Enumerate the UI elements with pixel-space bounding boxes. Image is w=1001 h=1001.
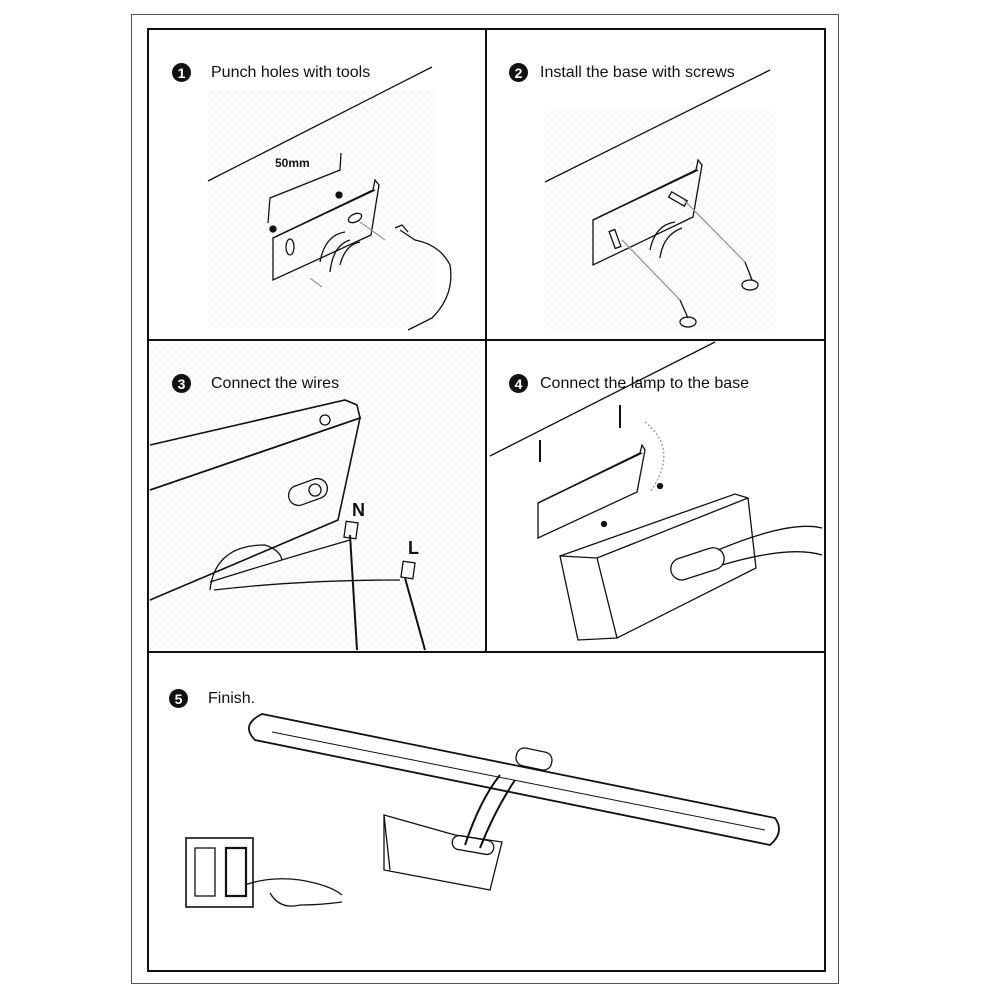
live-wire-label: L [408, 538, 419, 558]
step-number-badge: 1 [172, 63, 191, 82]
step-title: Punch holes with tools [211, 63, 371, 81]
step-title: Connect the wires [211, 374, 340, 392]
step-number-badge: 2 [509, 63, 528, 82]
step-title: Install the base with screws [540, 63, 735, 81]
step-4-heading: 4 Connect the lamp to the base [509, 374, 749, 393]
step-title: Connect the lamp to the base [540, 374, 750, 392]
step-3-heading: 3 Connect the wires [172, 374, 339, 393]
panel-1-illustration [207, 66, 452, 331]
step-1-heading: 1 Punch holes with tools [172, 63, 370, 82]
panel-4-illustration [489, 341, 823, 641]
step-number-badge: 5 [169, 689, 188, 708]
neutral-wire-label: N [352, 500, 365, 520]
step-5-heading: 5 Finish. [169, 689, 255, 708]
step-number-badge: 3 [172, 374, 191, 393]
outer-border [131, 14, 839, 984]
step-number-badge: 4 [509, 374, 528, 393]
panel-5-illustration [185, 713, 780, 908]
panel-2-illustration [544, 69, 775, 330]
step-title: Finish. [208, 689, 256, 707]
panel-3-illustration [149, 342, 480, 651]
distance-label: 50mm [275, 156, 310, 170]
step-2-heading: 2 Install the base with screws [509, 63, 735, 82]
